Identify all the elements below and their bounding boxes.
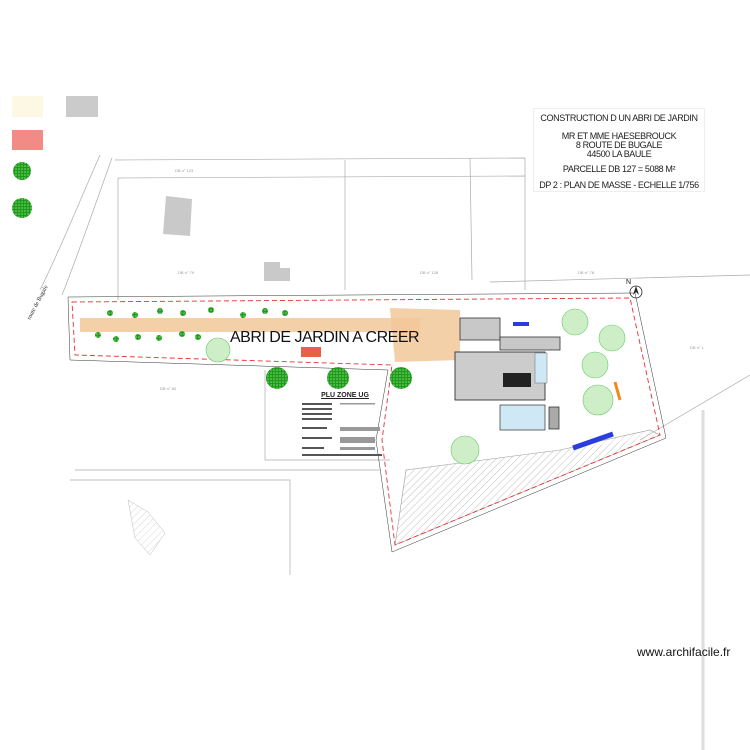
plu-table xyxy=(302,403,382,456)
hatched-zone xyxy=(395,440,640,545)
parcel-label: DB n° 128 xyxy=(420,270,439,275)
tree xyxy=(390,367,412,389)
road-label: route de Bugale xyxy=(26,284,49,321)
access-path xyxy=(80,318,420,332)
parcel-label: DB n° 123 xyxy=(175,168,194,173)
project-title: CONSTRUCTION D UN ABRI DE JARDIN xyxy=(540,113,698,123)
owner-name: MR ET MME HAESEBROUCK xyxy=(561,131,677,141)
parcel-label: DB n° 1 xyxy=(690,345,705,350)
title-block: CONSTRUCTION D UN ABRI DE JARDIN MR ET M… xyxy=(533,108,705,192)
existing-trees xyxy=(205,308,626,465)
legend-shrub-icon xyxy=(13,162,31,180)
shed-to-build xyxy=(301,347,321,357)
building xyxy=(499,336,561,351)
parcel-label: DB n° 79 xyxy=(178,270,195,275)
building xyxy=(459,317,501,341)
legend-tree-icon xyxy=(12,198,32,218)
address-line: 8 ROUTE DE BUGALE xyxy=(575,140,663,150)
watermark: www.archifacile.fr xyxy=(637,645,731,659)
blue-element xyxy=(572,431,614,451)
parcel-info: PARCELLE DB 127 = 5088 M² xyxy=(562,164,676,174)
parcel-label: DB n° 78 xyxy=(578,270,595,275)
legend-swatch-building xyxy=(66,96,98,117)
legend-swatch-path xyxy=(12,96,43,117)
neighbour-house xyxy=(264,262,290,281)
legend-swatch-shed xyxy=(12,130,43,150)
neighbour-house xyxy=(127,499,166,556)
access-path xyxy=(390,308,460,362)
plan-title: DP 2 : PLAN DE MASSE - ECHELLE 1/756 xyxy=(539,180,699,190)
property-outline xyxy=(67,292,667,553)
solar-panels xyxy=(503,373,531,387)
pool-house xyxy=(548,406,560,430)
terrace xyxy=(534,352,548,384)
tree xyxy=(266,367,288,389)
address-line: 44500 LA BAULE xyxy=(586,149,652,159)
building-main xyxy=(454,351,546,401)
pool xyxy=(499,404,546,431)
neighbour-parcels xyxy=(39,154,750,750)
plu-title: PLU ZONE UG xyxy=(321,392,369,399)
parcel-label: DB n° 80 xyxy=(160,386,177,391)
blue-element xyxy=(513,322,529,326)
neighbour-house xyxy=(163,196,192,236)
north-label: N xyxy=(626,279,631,286)
orange-element xyxy=(613,381,622,401)
tree xyxy=(327,367,349,389)
shed-annotation: ABRI DE JARDIN A CREER xyxy=(230,329,420,346)
small-trees xyxy=(95,307,288,342)
